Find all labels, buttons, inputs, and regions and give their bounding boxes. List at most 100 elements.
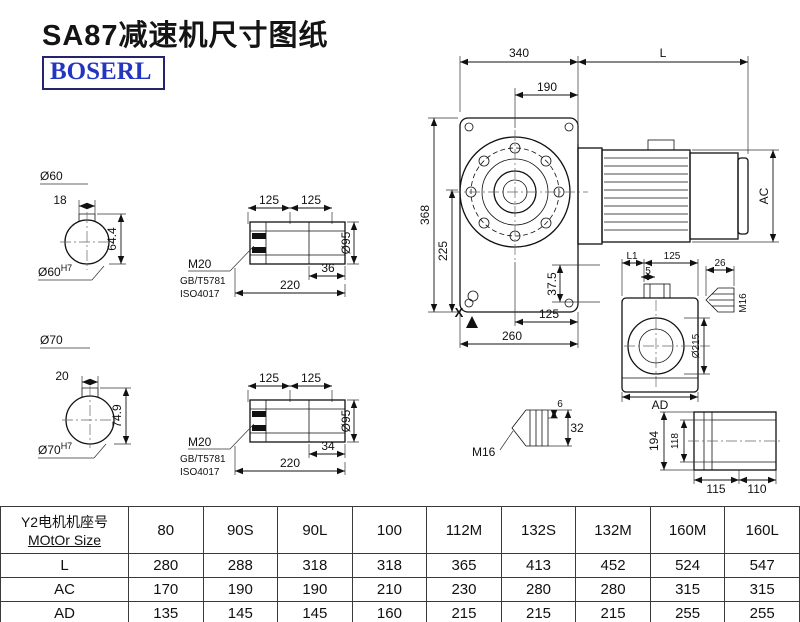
table-cell: 318 — [277, 553, 353, 578]
dim-74-9: 74.9 — [110, 404, 124, 428]
table-cell: 135 — [128, 601, 204, 622]
datum-x-label: X — [455, 305, 464, 320]
table-cell: 288 — [202, 553, 279, 578]
row-label: AD — [0, 601, 129, 622]
plug-detail-view: 6 32 M16 — [472, 399, 584, 459]
table-cell: 524 — [649, 553, 726, 578]
table-cell: 318 — [351, 553, 428, 578]
table-cell: 215 — [426, 601, 502, 622]
dim-115: 115 — [706, 482, 725, 496]
dim-AD: AD — [652, 398, 669, 412]
bore-60-label: Ø60 — [40, 169, 63, 183]
row-label: AC — [0, 577, 129, 602]
fit-base: Ø60 — [38, 265, 61, 279]
thread-label-m16: M16 — [472, 445, 496, 459]
table-cell: 280 — [500, 577, 577, 602]
hollow-shaft-top-view: 125 125 M20 GB/T5781 ISO4017 36 220 Ø95 — [180, 193, 359, 300]
column-header: 132M — [575, 506, 651, 554]
table-cell: 315 — [649, 577, 726, 602]
column-header: 112M — [426, 506, 502, 554]
table-row-AD: AD 135 145 145 160 215 215 215 255 255 — [0, 601, 800, 622]
dim-220: 220 — [280, 456, 300, 470]
dim-190: 190 — [537, 80, 557, 94]
dim-key-18: 18 — [53, 193, 67, 207]
table-cell: 365 — [426, 553, 502, 578]
brand-logo-box: BOSERL — [42, 56, 166, 90]
table-cell: 190 — [202, 577, 279, 602]
column-header: 160M — [649, 506, 726, 554]
fit-sup: H7 — [61, 263, 73, 273]
dim-34: 34 — [321, 439, 335, 453]
fit-base: Ø70 — [38, 443, 61, 457]
dim-340: 340 — [509, 46, 529, 60]
table-header-motor-size: Y2电机机座号 MOtOr Size — [0, 506, 129, 554]
table-cell: 190 — [277, 577, 353, 602]
table-cell: 255 — [724, 601, 800, 622]
dim-dia-95: Ø95 — [339, 231, 353, 254]
dim-110: 110 — [747, 482, 766, 496]
table-cell: 210 — [351, 577, 428, 602]
column-header: 90L — [277, 506, 353, 554]
dim-125-bottom: 125 — [539, 307, 559, 321]
dim-dia-215: Ø215 — [691, 333, 702, 358]
dim-5: 5 — [645, 266, 651, 277]
table-cell: 145 — [202, 601, 279, 622]
dim-64-4: 64.4 — [105, 227, 119, 251]
hollow-shaft-bottom-view: 125 125 M20 GB/T5781 ISO4017 34 220 Ø95 — [180, 371, 359, 478]
page-title: SA87减速机尺寸图纸 — [42, 20, 329, 52]
std-iso: ISO4017 — [180, 467, 220, 478]
column-header: 132S — [500, 506, 577, 554]
dim-36: 36 — [321, 261, 335, 275]
dim-AC: AC — [757, 187, 771, 204]
dim-dia-95: Ø95 — [339, 409, 353, 432]
dim-225: 225 — [436, 241, 450, 261]
thread-label-m16: M16 — [738, 293, 749, 313]
std-gb: GB/T5781 — [180, 276, 226, 287]
table-cell: 413 — [500, 553, 577, 578]
gearbox-side-view: L1 125 5 26 M16 Ø215 AD — [621, 251, 749, 412]
table-cell: 452 — [575, 553, 651, 578]
table-cell: 547 — [724, 553, 800, 578]
table-cell: 230 — [426, 577, 502, 602]
column-header: 100 — [351, 506, 428, 554]
table-cell: 255 — [649, 601, 726, 622]
bore-70-label: Ø70 — [40, 333, 63, 347]
dim-194: 194 — [647, 431, 661, 451]
column-header: 160L — [724, 506, 800, 554]
fit-sup: H7 — [61, 441, 73, 451]
gearbox-front-view — [450, 117, 588, 313]
motor-size-table: Y2电机机座号 MOtOr Size 80 90S 90L 100 112M 1… — [0, 506, 800, 622]
dim-125-a: 125 — [259, 371, 279, 385]
dim-L1: L1 — [626, 251, 638, 262]
table-cell: 315 — [724, 577, 800, 602]
dim-26: 26 — [714, 258, 726, 269]
dim-125-b: 125 — [301, 371, 321, 385]
table-cell: 145 — [277, 601, 353, 622]
brand-logo-text: BOSERL — [50, 58, 152, 85]
dim-37-5: 37.5 — [545, 272, 559, 296]
bore-60-fit-label: Ø60H7 — [38, 263, 72, 279]
dim-125-side: 125 — [664, 251, 681, 262]
column-header: 80 — [128, 506, 204, 554]
table-cell: 160 — [351, 601, 428, 622]
thread-label-m20: M20 — [188, 435, 212, 449]
motor-side-view — [577, 139, 749, 245]
bore-70-fit-label: Ø70H7 — [38, 441, 72, 457]
dim-125-b: 125 — [301, 193, 321, 207]
dim-key-20: 20 — [55, 369, 69, 383]
row-label: L — [0, 553, 129, 578]
table-row-L: L 280 288 318 318 365 413 452 524 547 — [0, 553, 800, 578]
dim-L: L — [660, 46, 667, 60]
dim-118: 118 — [670, 433, 681, 449]
dim-260: 260 — [502, 329, 522, 343]
table-cell: 280 — [128, 553, 204, 578]
std-gb: GB/T5781 — [180, 454, 226, 465]
rear-view: 194 118 115 110 — [647, 411, 782, 496]
dim-368: 368 — [418, 205, 432, 225]
table-cell: 280 — [575, 577, 651, 602]
dim-32: 32 — [570, 421, 584, 435]
dim-220: 220 — [280, 278, 300, 292]
table-row-AC: AC 170 190 190 210 230 280 280 315 315 — [0, 577, 800, 602]
header-cn: Y2电机机座号 — [20, 514, 109, 530]
